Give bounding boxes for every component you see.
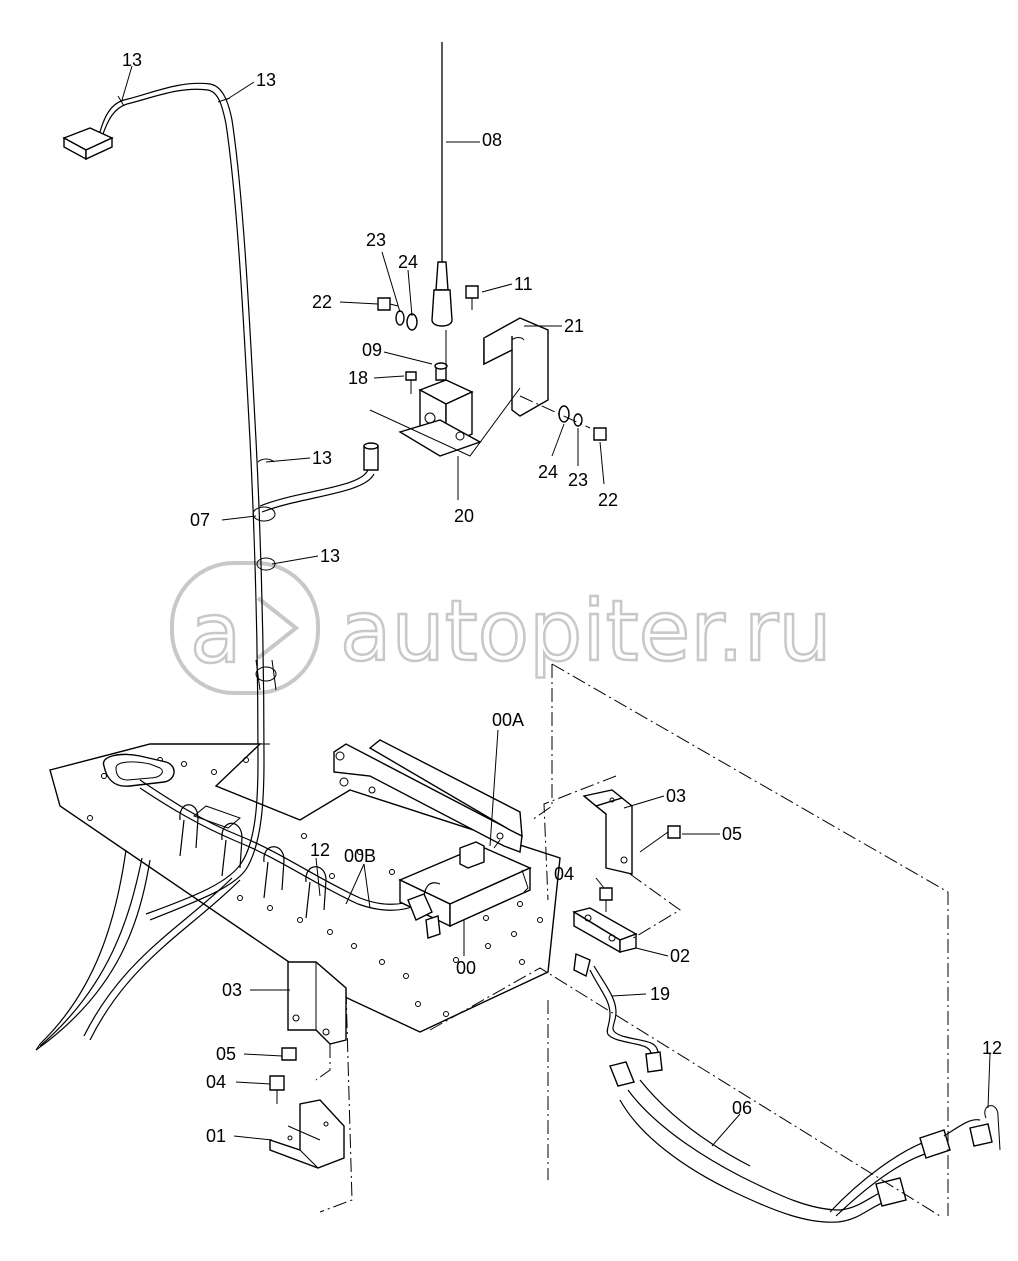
label-13-c: 13 bbox=[312, 448, 332, 468]
antenna-assembly bbox=[369, 42, 607, 457]
label-23-a: 23 bbox=[366, 230, 386, 250]
wire-harness-06 bbox=[573, 952, 1001, 1223]
label-03-a: 03 bbox=[666, 786, 686, 806]
brackets bbox=[269, 789, 681, 1169]
label-04-a: 04 bbox=[554, 864, 574, 884]
plate-harness bbox=[35, 759, 415, 1051]
label-09: 09 bbox=[362, 340, 382, 360]
watermark-logo-letter: a bbox=[190, 584, 241, 682]
label-05-a: 05 bbox=[722, 824, 742, 844]
label-24-a: 24 bbox=[398, 252, 418, 272]
label-22-a: 22 bbox=[312, 292, 332, 312]
label-00B: 00B bbox=[344, 846, 376, 866]
watermark: a autopiter.ru bbox=[170, 561, 833, 695]
controller-assembly bbox=[333, 739, 532, 939]
label-13-b: 13 bbox=[256, 70, 276, 90]
label-13-a: 13 bbox=[122, 50, 142, 70]
label-23-b: 23 bbox=[568, 470, 588, 490]
label-06: 06 bbox=[732, 1098, 752, 1118]
watermark-text: autopiter.ru bbox=[340, 582, 832, 680]
label-12-b: 12 bbox=[982, 1038, 1002, 1058]
label-21: 21 bbox=[564, 316, 584, 336]
label-20: 20 bbox=[454, 506, 474, 526]
label-24-b: 24 bbox=[538, 462, 558, 482]
label-07: 07 bbox=[190, 510, 210, 530]
label-18: 18 bbox=[348, 368, 368, 388]
label-02: 02 bbox=[670, 946, 690, 966]
label-08: 08 bbox=[482, 130, 502, 150]
leader-lines bbox=[121, 65, 991, 1147]
phantom-lines bbox=[200, 663, 949, 1217]
label-00: 00 bbox=[456, 958, 476, 978]
label-03-b: 03 bbox=[222, 980, 242, 1000]
label-12-a: 12 bbox=[310, 840, 330, 860]
label-00A: 00A bbox=[492, 710, 524, 730]
label-19: 19 bbox=[650, 984, 670, 1004]
callout-labels: 13 13 08 23 24 11 22 21 09 18 24 23 22 1… bbox=[122, 50, 1002, 1146]
watermark-logo-icon: a bbox=[170, 561, 320, 695]
label-13-d: 13 bbox=[320, 546, 340, 566]
label-04-b: 04 bbox=[206, 1072, 226, 1092]
label-05-b: 05 bbox=[216, 1044, 236, 1064]
label-11: 11 bbox=[514, 274, 533, 294]
label-01: 01 bbox=[206, 1126, 226, 1146]
label-22-b: 22 bbox=[598, 490, 618, 510]
